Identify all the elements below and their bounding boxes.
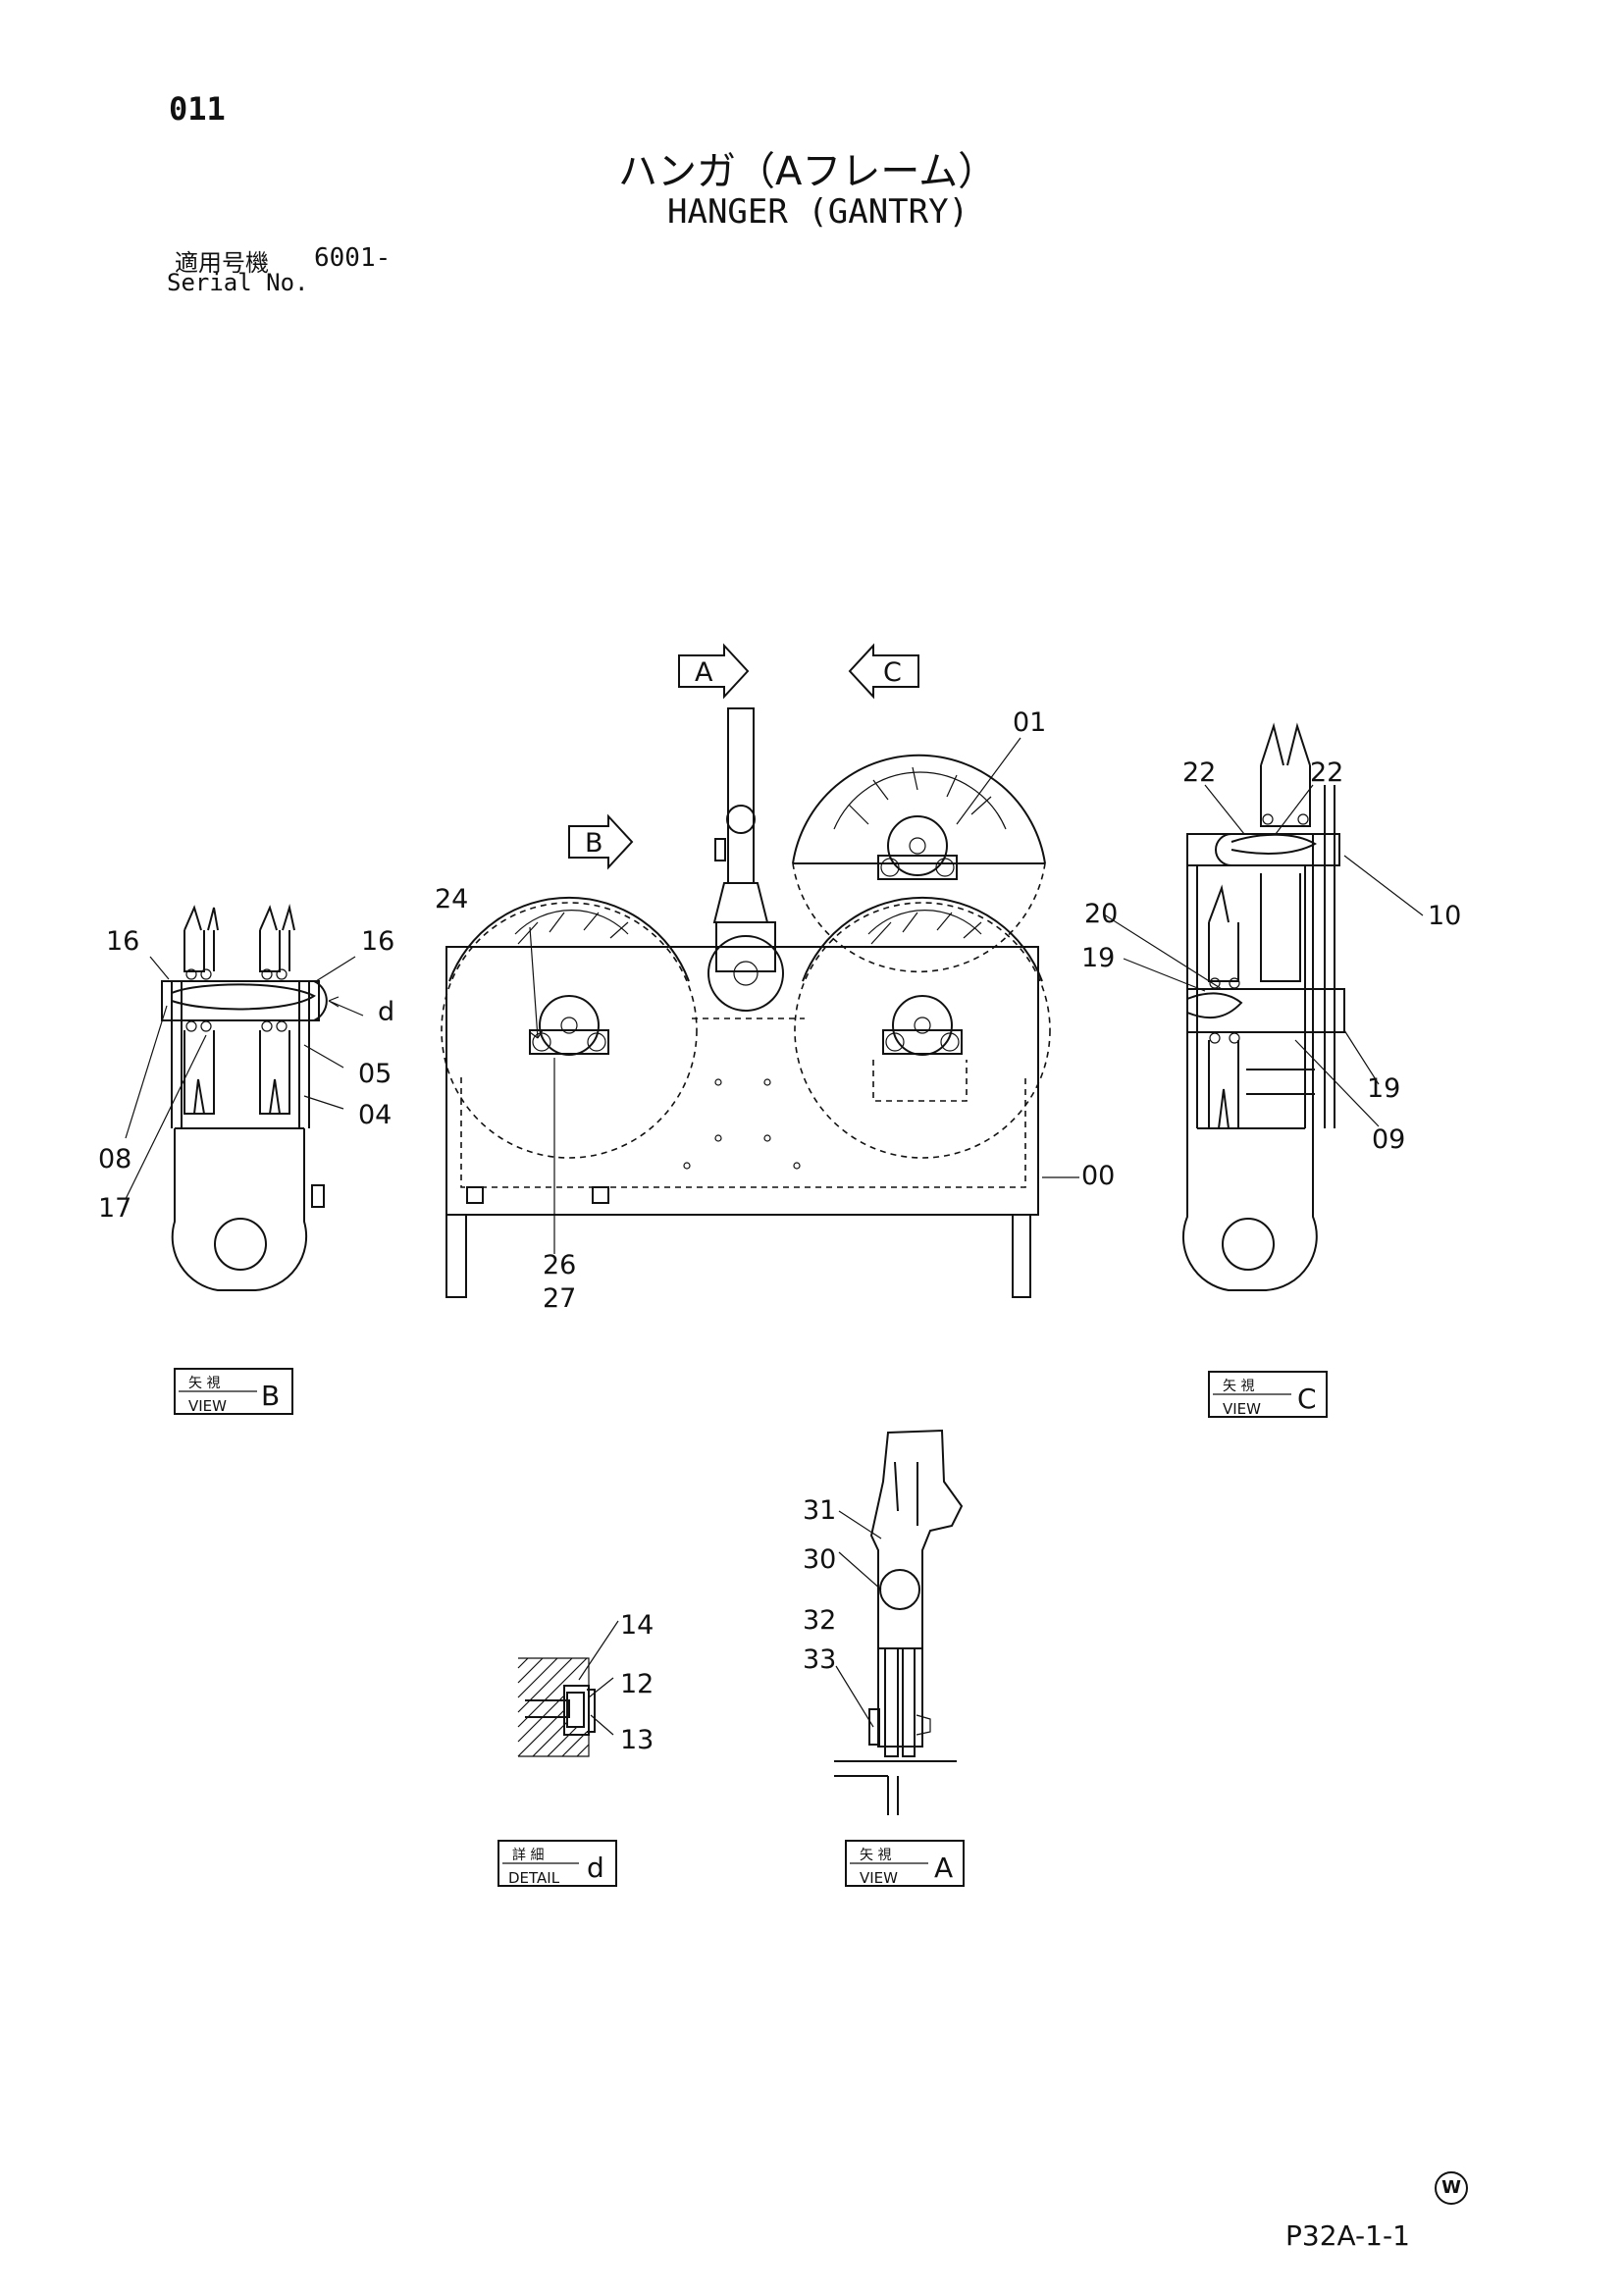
view-arrow-b: B — [568, 813, 634, 870]
callout-30: 30 — [803, 1544, 836, 1575]
svg-text:C: C — [1297, 1383, 1317, 1415]
svg-text:矢 視: 矢 視 — [1223, 1379, 1254, 1394]
callouts: 00 01 04 05 08 09 10 12 13 14 16 16 17 1… — [98, 707, 1461, 1755]
svg-text:VIEW: VIEW — [860, 1869, 898, 1887]
view-arrow-c: C — [848, 643, 919, 700]
callout-10: 10 — [1428, 901, 1461, 931]
detail-d-section — [517, 1657, 596, 1757]
svg-text:B: B — [261, 1380, 280, 1412]
callout-20: 20 — [1084, 899, 1118, 929]
callout-05: 05 — [358, 1059, 392, 1089]
callout-13: 13 — [620, 1725, 654, 1755]
callout-22-left: 22 — [1182, 757, 1216, 788]
callout-19-right: 19 — [1367, 1073, 1400, 1104]
page-code: P32A-1-1 — [1285, 2219, 1410, 2252]
view-a-hanger-link — [834, 1429, 964, 1815]
page-title-japanese: ハンガ（Aフレーム） — [618, 149, 998, 194]
svg-text:A: A — [934, 1852, 953, 1884]
page-title-english: HANGER (GANTRY) — [667, 192, 969, 232]
callout-24: 24 — [435, 884, 468, 914]
callout-14: 14 — [620, 1610, 654, 1641]
serial-label-japanese: 適用号機 — [175, 249, 269, 277]
callout-31: 31 — [803, 1495, 836, 1526]
svg-text:矢 視: 矢 視 — [188, 1376, 220, 1391]
svg-text:VIEW: VIEW — [1223, 1400, 1261, 1418]
callout-33: 33 — [803, 1644, 836, 1675]
callout-01: 01 — [1013, 707, 1046, 738]
serial-value: 6001- — [314, 243, 392, 273]
callout-17: 17 — [98, 1193, 131, 1224]
callout-19-left: 19 — [1081, 943, 1115, 973]
callout-12: 12 — [620, 1669, 654, 1699]
leader-lines — [125, 737, 1424, 1736]
svg-text:矢 視: 矢 視 — [860, 1848, 891, 1863]
view-b-label: 矢 視 VIEW B — [174, 1368, 293, 1415]
view-c-label: 矢 視 VIEW C — [1208, 1371, 1328, 1418]
callout-26: 26 — [543, 1250, 576, 1280]
callout-09: 09 — [1372, 1124, 1405, 1155]
copyright-mark-icon: W — [1435, 2171, 1468, 2205]
callout-32: 32 — [803, 1605, 836, 1636]
callout-27: 27 — [543, 1283, 576, 1314]
callout-04: 04 — [358, 1100, 392, 1130]
left-side-view-b — [161, 904, 328, 1291]
callout-00: 00 — [1081, 1161, 1115, 1191]
callout-16-left: 16 — [106, 926, 139, 957]
svg-text:B: B — [585, 828, 603, 859]
svg-text:C: C — [883, 657, 902, 688]
callout-22-right: 22 — [1310, 757, 1343, 788]
view-a-label: 矢 視 VIEW A — [845, 1840, 965, 1887]
page-number: 011 — [169, 90, 226, 128]
callout-16-right: 16 — [361, 926, 394, 957]
serial-label-english: Serial No. — [167, 269, 309, 296]
svg-text:A: A — [695, 657, 713, 688]
svg-text:d: d — [587, 1852, 604, 1884]
callout-08: 08 — [98, 1144, 131, 1174]
svg-text:DETAIL: DETAIL — [508, 1869, 560, 1887]
right-side-view-c — [1182, 722, 1345, 1291]
detail-d-label: 詳 細 DETAIL d — [497, 1840, 617, 1887]
svg-text:VIEW: VIEW — [188, 1397, 227, 1415]
svg-text:詳 細: 詳 細 — [512, 1848, 544, 1863]
callout-d: d — [378, 997, 394, 1027]
view-arrow-a: A — [678, 643, 750, 700]
main-front-view — [441, 707, 1051, 1298]
